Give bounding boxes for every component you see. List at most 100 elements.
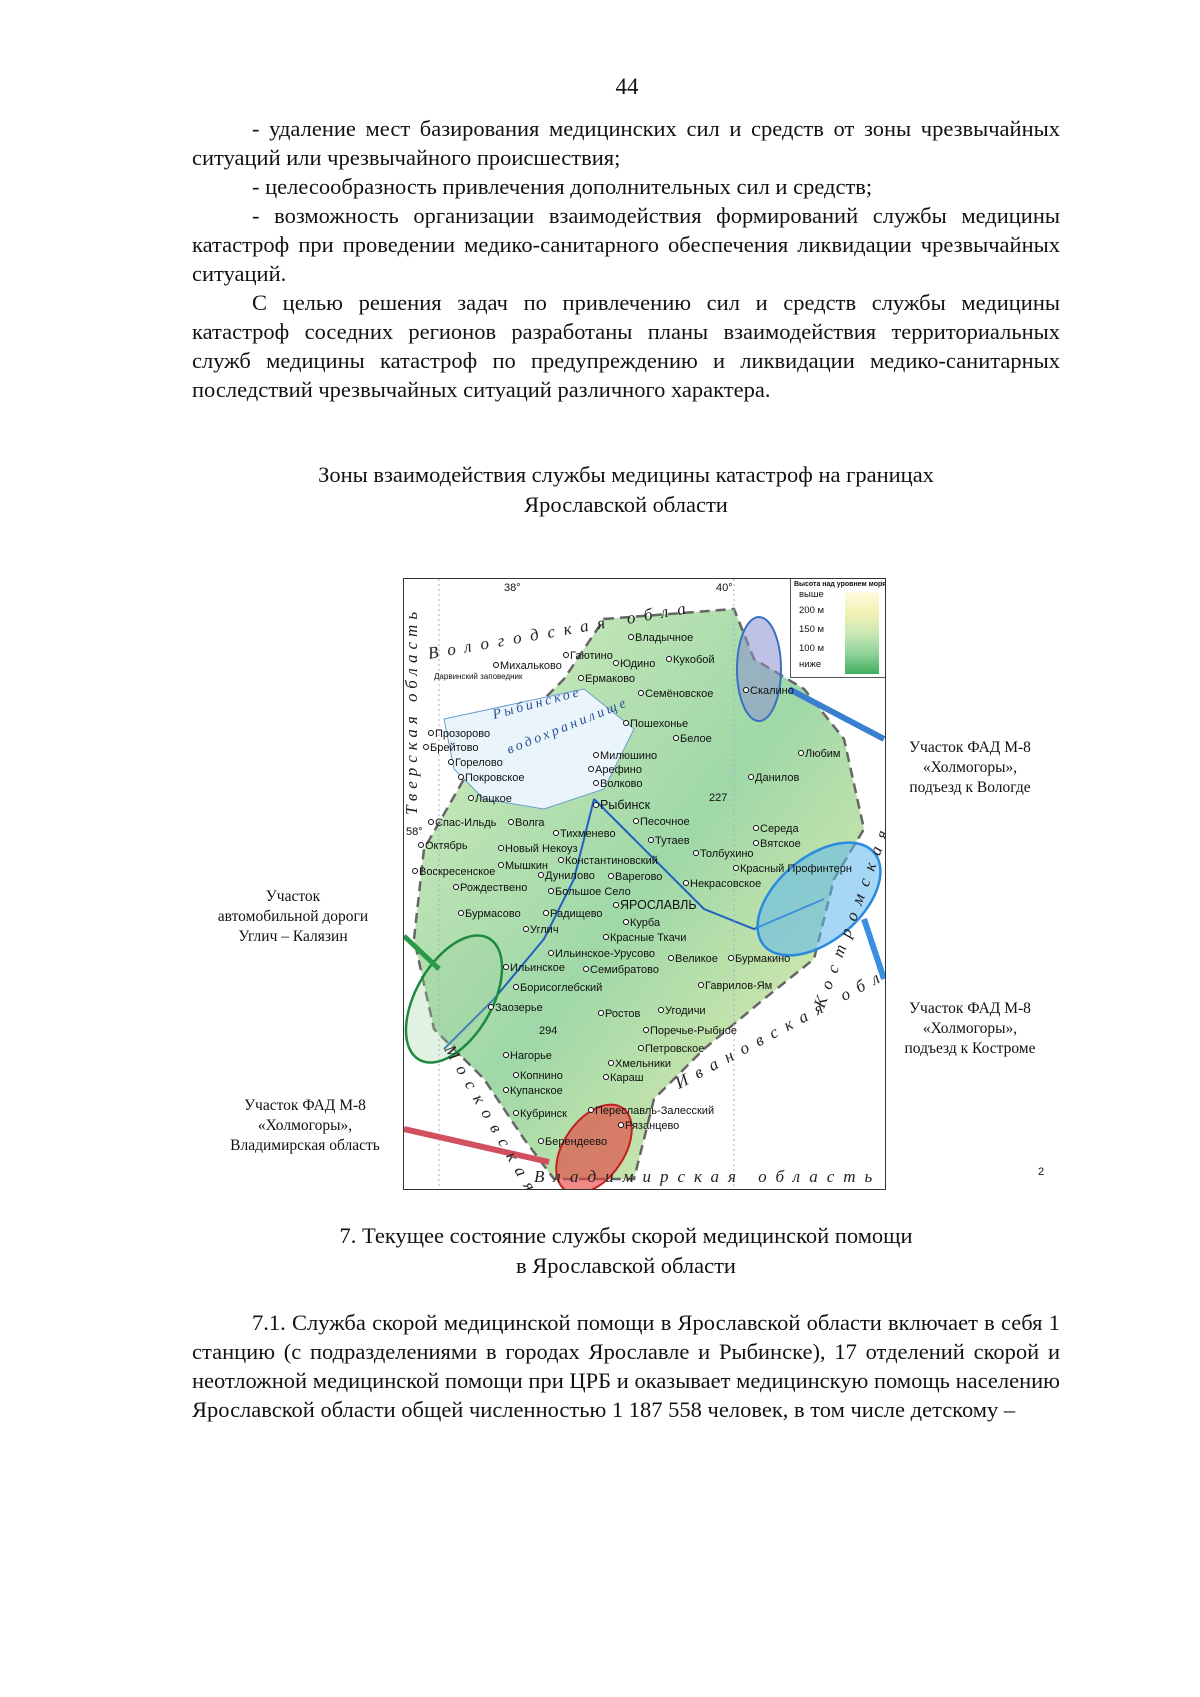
place-label: Гаврилов-Ям bbox=[705, 980, 772, 992]
arrow-vologda bbox=[787, 686, 885, 742]
callout-line: автомобильной дороги bbox=[217, 908, 369, 925]
reserve-label: Дарвинский заповедник bbox=[434, 672, 523, 681]
place-marker bbox=[498, 862, 504, 868]
place-marker bbox=[733, 865, 739, 871]
place-marker bbox=[613, 660, 619, 666]
place-label: Арефино bbox=[595, 764, 642, 776]
arrow-uglich bbox=[404, 934, 441, 971]
place-label: ЯРОСЛАВЛЬ bbox=[620, 898, 697, 912]
page-number: 44 bbox=[615, 74, 639, 99]
place-label: Великое bbox=[675, 953, 718, 965]
place-marker bbox=[598, 1010, 604, 1016]
place-marker bbox=[412, 868, 418, 874]
place-marker bbox=[593, 780, 599, 786]
place-label: Белое bbox=[680, 733, 712, 745]
section-title-line: в Ярославской области bbox=[516, 1253, 736, 1278]
place-label: Караш bbox=[610, 1072, 644, 1084]
callout-line: Участок ФАД М-8 bbox=[909, 1000, 1031, 1017]
place-label: Бурмасово bbox=[465, 908, 521, 920]
place-label: Красный Профинтерн bbox=[740, 863, 852, 875]
arrow-vladimir bbox=[404, 1126, 550, 1165]
place-label: Переславль-Залесский bbox=[595, 1105, 714, 1117]
place-label: Некрасовское bbox=[690, 878, 761, 890]
place-marker bbox=[513, 1072, 519, 1078]
paragraph: С целью решения задач по привлечению сил… bbox=[192, 290, 1060, 402]
place-marker bbox=[548, 888, 554, 894]
section-title-line: 7. Текущее состояние службы скорой медиц… bbox=[339, 1223, 913, 1248]
place-marker bbox=[493, 662, 499, 668]
place-label: Ильинское bbox=[510, 962, 565, 974]
legend-item: выше bbox=[799, 589, 824, 600]
place-label: Ермаково bbox=[585, 673, 635, 685]
figure-title-line: Ярославской области bbox=[524, 492, 728, 517]
place-marker bbox=[648, 837, 654, 843]
callout-vladimir: Участок ФАД М-8 «Холмогоры», Владимирска… bbox=[210, 1096, 400, 1156]
callout-line: «Холмогоры», bbox=[922, 759, 1018, 776]
volga-river-south bbox=[443, 798, 595, 1050]
place-label: Большое Село bbox=[555, 886, 631, 898]
legend-item: 150 м bbox=[799, 624, 825, 635]
place-label: Пошехонье bbox=[630, 718, 688, 730]
meridian-label: 38° bbox=[504, 582, 521, 594]
place-label: Хмельники bbox=[615, 1058, 671, 1070]
map-svg: 38° 40° 58° Вологодская обла Тверская об… bbox=[404, 579, 885, 1189]
place-label: Новый Некоуз bbox=[505, 843, 578, 855]
section-title: 7. Текущее состояние службы скорой медиц… bbox=[192, 1221, 1060, 1281]
place-marker bbox=[666, 656, 672, 662]
meridian-label: 58° bbox=[406, 826, 423, 838]
place-marker bbox=[563, 652, 569, 658]
place-label: Борисоглебский bbox=[520, 982, 602, 994]
place-label: Волково bbox=[600, 778, 643, 790]
place-label: Тутаев bbox=[655, 835, 690, 847]
place-marker bbox=[613, 902, 619, 908]
callout-uglich: Участок автомобильной дороги Углич – Кал… bbox=[200, 887, 386, 947]
place-label: Покровское bbox=[465, 772, 524, 784]
elevation-legend: Высота над уровнем моря выше 200 м 150 м… bbox=[790, 579, 885, 678]
place-marker bbox=[593, 802, 599, 808]
reservoir-shape bbox=[443, 688, 635, 810]
place-marker bbox=[623, 720, 629, 726]
map-figure: 38° 40° 58° Вологодская обла Тверская об… bbox=[403, 578, 886, 1190]
place-label: Семибратово bbox=[590, 964, 659, 976]
callout-line: Участок ФАД М-8 bbox=[909, 739, 1031, 756]
place-label: Семёновское bbox=[645, 688, 713, 700]
body-text-bottom: 7.1. Служба скорой медицинской помощи в … bbox=[192, 1308, 1060, 1424]
place-marker bbox=[428, 730, 434, 736]
place-marker bbox=[458, 774, 464, 780]
place-label: Октябрь bbox=[425, 840, 468, 852]
place-marker bbox=[658, 1007, 664, 1013]
place-label: Купанское bbox=[510, 1085, 563, 1097]
place-marker bbox=[603, 934, 609, 940]
place-label: Бурмакино bbox=[735, 953, 790, 965]
place-marker bbox=[423, 744, 429, 750]
place-label: Середа bbox=[760, 823, 799, 835]
place-label: Заозерье bbox=[495, 1002, 543, 1014]
place-label: Рождествено bbox=[460, 882, 527, 894]
place-marker bbox=[538, 872, 544, 878]
callout-line: «Холмогоры», bbox=[257, 1117, 353, 1134]
place-label: Вятское bbox=[760, 838, 801, 850]
paragraph: - возможность организации взаимодействия… bbox=[192, 203, 1060, 286]
zone-vologda[interactable] bbox=[736, 616, 782, 722]
callout-line: Углич – Калязин bbox=[238, 928, 348, 945]
place-label: Воскресенское bbox=[419, 866, 495, 878]
place-marker bbox=[508, 819, 514, 825]
place-marker bbox=[798, 750, 804, 756]
legend-title: Высота над уровнем моря bbox=[794, 581, 886, 588]
place-marker bbox=[513, 984, 519, 990]
place-label: Поречье-Рыбное bbox=[650, 1025, 737, 1037]
place-marker bbox=[488, 1004, 494, 1010]
place-marker bbox=[418, 842, 424, 848]
place-label: Тихменево bbox=[560, 828, 616, 840]
place-marker bbox=[623, 919, 629, 925]
place-marker bbox=[608, 1060, 614, 1066]
zone-vladimir[interactable] bbox=[541, 1091, 648, 1189]
place-label: Красные Ткачи bbox=[610, 932, 686, 944]
place-marker bbox=[523, 926, 529, 932]
place-marker bbox=[673, 735, 679, 741]
region-label-tver: Тверская область bbox=[404, 607, 421, 815]
zone-uglich[interactable] bbox=[404, 919, 522, 1078]
zone-kostroma[interactable] bbox=[737, 821, 885, 978]
place-marker bbox=[538, 1138, 544, 1144]
place-label: Рязанцево bbox=[625, 1120, 679, 1132]
